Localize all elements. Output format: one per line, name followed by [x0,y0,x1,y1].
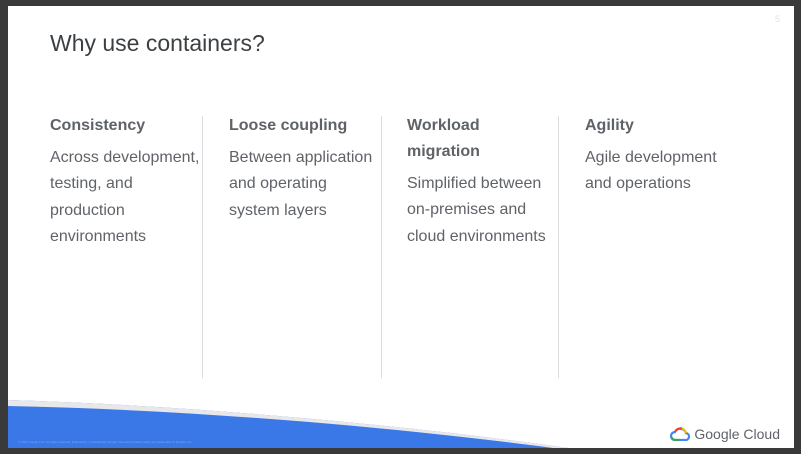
column-heading: Workload migration [407,117,480,160]
slide-title: Why use containers? [50,30,265,56]
page-number: 5 [774,14,780,24]
footer-wave-shape [8,400,568,448]
slide: 5 Why use containers? Consistency Across… [8,6,794,448]
google-cloud-brand: Google Cloud [670,426,780,442]
column-divider [558,116,559,378]
google-cloud-logo-icon [670,427,691,441]
column-heading: Agility [585,117,634,134]
column-heading: Consistency [50,117,146,134]
footer-wave-highlight [8,400,568,448]
column-body: Simplified between on-premises and cloud… [407,175,546,245]
footer-wave [8,400,568,448]
column-agility: Agility Agile development and operations [585,113,745,198]
column-body: Across development, testing, and product… [50,149,200,245]
column-workload-migration: Workload migration Simplified between on… [407,113,547,250]
legal-text: © 2021 Google LLC. All rights reserved. … [18,440,193,444]
column-divider [202,116,203,378]
column-heading: Loose coupling [229,117,348,134]
column-loose-coupling: Loose coupling Between application and o… [229,113,379,224]
column-consistency: Consistency Across development, testing,… [50,113,200,250]
column-divider [381,116,382,378]
column-body: Between application and operating system… [229,149,373,219]
column-body: Agile development and operations [585,149,717,193]
brand-name: Google Cloud [694,426,780,442]
